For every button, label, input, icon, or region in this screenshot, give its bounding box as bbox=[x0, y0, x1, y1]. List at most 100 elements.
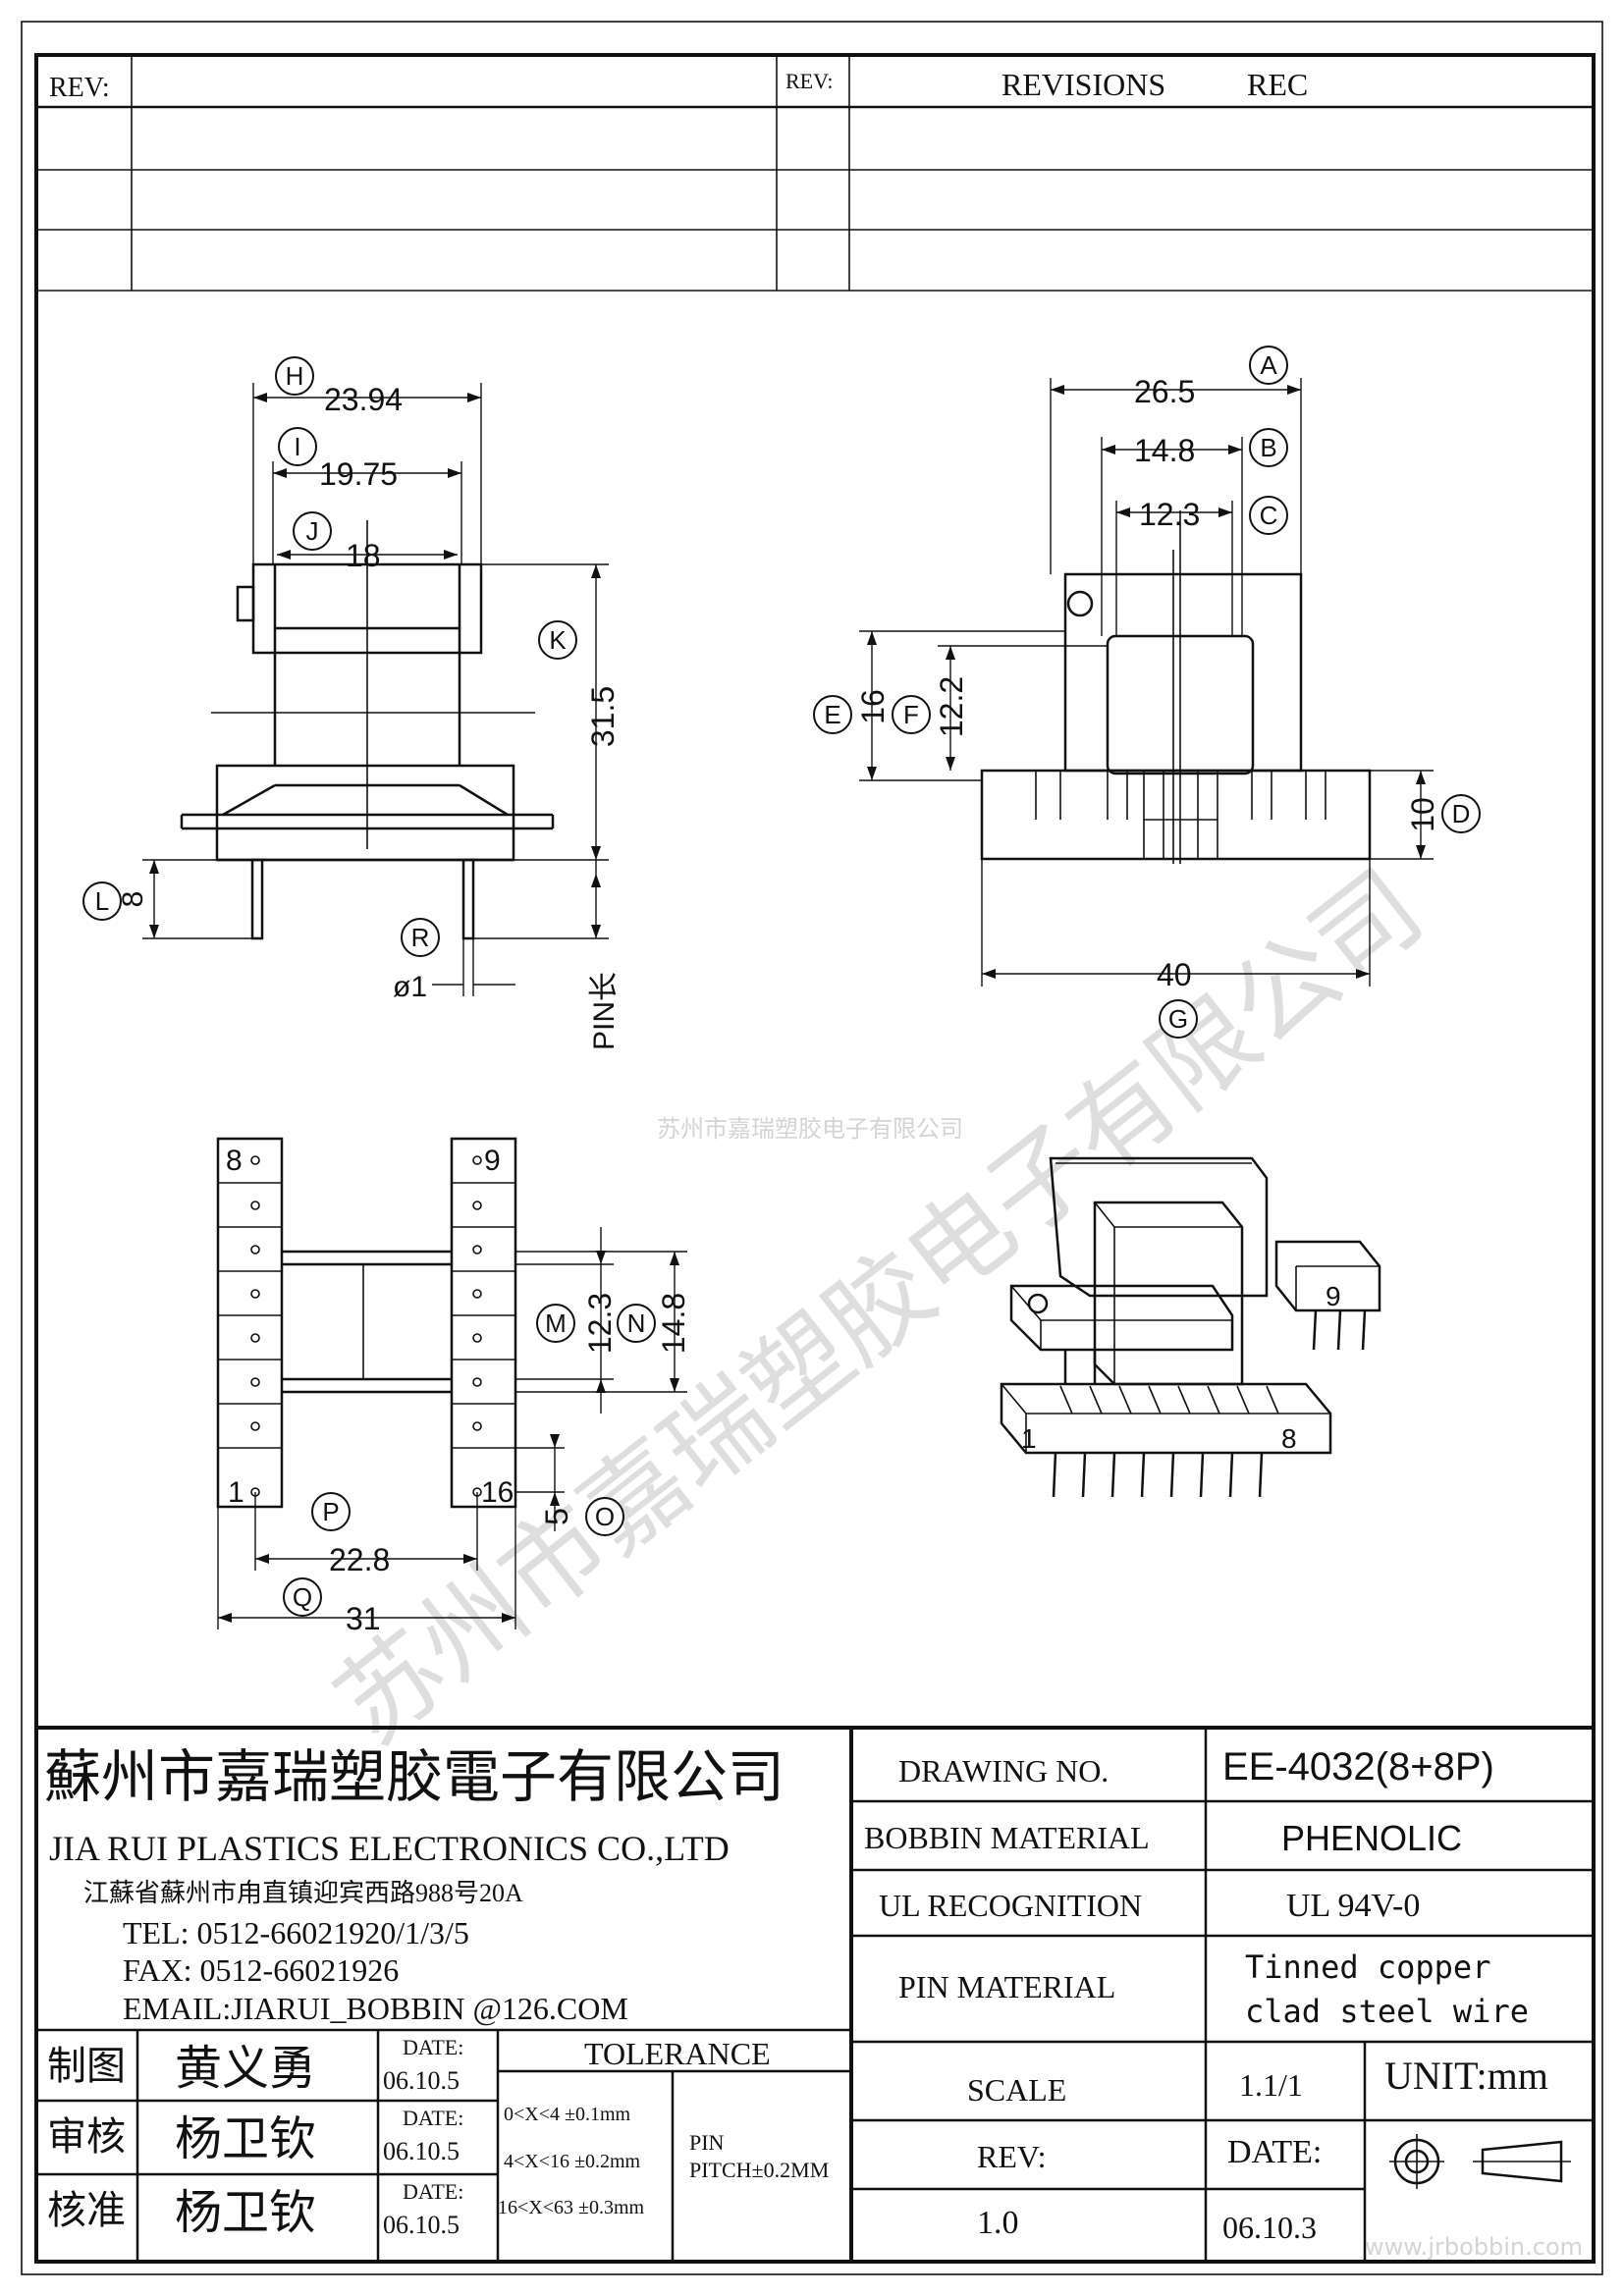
svg-text:F: F bbox=[903, 700, 919, 729]
svg-text:C: C bbox=[1260, 501, 1278, 530]
company-address: 江蘇省蘇州市甪直镇迎宾西路988号20A bbox=[83, 1879, 523, 1907]
dim-value-I: 19.75 bbox=[319, 456, 398, 492]
pin-label-9: 9 bbox=[484, 1145, 501, 1177]
side-view bbox=[859, 378, 1434, 987]
watermark-footer-url: www.jrbobbin.com bbox=[1365, 2233, 1583, 2261]
svg-text:R: R bbox=[411, 923, 430, 952]
dim-value-P: 22.8 bbox=[329, 1542, 390, 1577]
dim-letter-H: H bbox=[275, 356, 314, 396]
dim-letter-C: C bbox=[1249, 496, 1288, 535]
svg-text:K: K bbox=[549, 625, 567, 655]
tolerance-row-3: 16<X<63 ±0.3mm bbox=[498, 2197, 645, 2218]
svg-text:D: D bbox=[1452, 799, 1471, 828]
approval-name: 杨卫钦 bbox=[175, 2187, 316, 2239]
svg-text:G: G bbox=[1168, 1004, 1188, 1034]
company-name-cn: 蘇州市嘉瑞塑胶電子有限公司 bbox=[44, 1745, 785, 1809]
rev-label: REV: bbox=[977, 2139, 1047, 2174]
dim-letter-P: P bbox=[311, 1492, 351, 1531]
dim-value-L: 8 bbox=[117, 891, 149, 908]
pin-label-8: 8 bbox=[226, 1145, 243, 1177]
pin-label-16: 16 bbox=[481, 1476, 514, 1509]
dim-value-M: 12.3 bbox=[582, 1293, 618, 1354]
rec-label: REC bbox=[1247, 67, 1308, 102]
date-label: DATE: bbox=[1227, 2134, 1322, 2170]
svg-text:O: O bbox=[595, 1502, 615, 1531]
svg-text:I: I bbox=[294, 432, 300, 461]
isometric-view bbox=[1000, 1156, 1381, 1498]
tolerance-row-1: 0<X<4 ±0.1mm bbox=[504, 2104, 631, 2125]
dim-letter-R: R bbox=[401, 918, 440, 957]
company-email: EMAIL:JIARUI_BOBBIN @126.COM bbox=[123, 1991, 628, 2026]
dim-value-C: 12.3 bbox=[1139, 497, 1200, 532]
revision-table: REV: REV: REVISIONS REC bbox=[36, 55, 1594, 292]
dim-value-pin-length: PIN长 bbox=[588, 972, 621, 1050]
dim-value-Q: 31 bbox=[346, 1601, 381, 1636]
approval-date: 06.10.5 bbox=[383, 2137, 460, 2165]
iso-pin-label-8: 8 bbox=[1281, 1423, 1297, 1454]
drawing-frame bbox=[34, 53, 1596, 2264]
rev-label-left: REV: bbox=[49, 73, 110, 103]
svg-text:E: E bbox=[824, 700, 840, 729]
bobbin-material-label: BOBBIN MATERIAL bbox=[864, 1820, 1150, 1855]
dim-value-J: 18 bbox=[346, 538, 381, 573]
dim-letter-D: D bbox=[1441, 794, 1481, 833]
dim-letter-K: K bbox=[538, 620, 577, 660]
pin-label-1: 1 bbox=[228, 1476, 244, 1509]
dim-letter-F: F bbox=[892, 695, 931, 734]
svg-text:P: P bbox=[322, 1497, 339, 1526]
svg-text:N: N bbox=[627, 1308, 646, 1338]
iso-pin-label-9: 9 bbox=[1326, 1281, 1341, 1311]
dim-letter-Q: Q bbox=[283, 1577, 322, 1617]
dim-letter-I: I bbox=[278, 427, 317, 466]
svg-text:L: L bbox=[95, 886, 109, 916]
taper-symbol-icon bbox=[1473, 2140, 1571, 2183]
company-name-en: JIA RUI PLASTICS ELECTRONICS CO.,LTD bbox=[49, 1829, 730, 1868]
dim-value-A: 26.5 bbox=[1134, 374, 1195, 409]
dim-value-N: 14.8 bbox=[656, 1293, 691, 1354]
dim-letter-B: B bbox=[1249, 428, 1288, 467]
scale-label: SCALE bbox=[967, 2072, 1066, 2108]
company-tel: TEL: 0512-66021920/1/3/5 bbox=[123, 1915, 469, 1950]
dim-value-O: 5 bbox=[539, 1508, 574, 1525]
dim-value-E: 16 bbox=[855, 689, 891, 724]
date-value: 06.10.3 bbox=[1222, 2210, 1317, 2245]
dim-letter-G: G bbox=[1159, 999, 1198, 1039]
svg-text:B: B bbox=[1260, 433, 1276, 462]
approval-date: 06.10.5 bbox=[383, 2066, 460, 2095]
approval-name: 黄义勇 bbox=[175, 2043, 316, 2095]
first-angle-projection-icon bbox=[1389, 2134, 1444, 2189]
pin-material-line1: Tinned copper bbox=[1245, 1949, 1490, 1986]
bobbin-material-value: PHENOLIC bbox=[1281, 1818, 1462, 1858]
outer-border bbox=[21, 21, 1603, 2275]
revisions-label: REVISIONS bbox=[1001, 67, 1165, 102]
unit-label: UNIT:mm bbox=[1384, 2054, 1548, 2098]
approval-date-label: DATE: bbox=[403, 2179, 463, 2204]
tolerance-row-2: 4<X<16 ±0.2mm bbox=[504, 2151, 641, 2172]
approval-role: 制图 bbox=[47, 2044, 126, 2088]
dim-letter-A: A bbox=[1249, 346, 1288, 385]
dim-letter-L: L bbox=[82, 881, 122, 921]
approval-name: 杨卫钦 bbox=[175, 2113, 316, 2165]
dim-letter-N: N bbox=[617, 1304, 656, 1343]
dim-letter-O: O bbox=[585, 1497, 624, 1536]
dim-value-D: 10 bbox=[1405, 797, 1440, 832]
dim-value-B: 14.8 bbox=[1134, 433, 1195, 468]
svg-text:H: H bbox=[286, 361, 304, 391]
drawing-no-value: EE-4032(8+8P) bbox=[1222, 1745, 1494, 1789]
bottom-view bbox=[216, 1137, 687, 1629]
svg-text:J: J bbox=[306, 516, 319, 546]
dim-value-H: 23.94 bbox=[324, 382, 403, 417]
rev-label-right: REV: bbox=[785, 69, 833, 93]
approval-role: 审核 bbox=[47, 2114, 126, 2159]
approval-date: 06.10.5 bbox=[383, 2211, 460, 2239]
svg-text:A: A bbox=[1260, 350, 1277, 380]
tolerance-pin-pitch: PITCH±0.2MM bbox=[689, 2158, 829, 2182]
dim-letter-J: J bbox=[293, 511, 332, 551]
dim-value-G: 40 bbox=[1157, 957, 1192, 992]
pin-material-label: PIN MATERIAL bbox=[898, 1969, 1115, 2004]
dim-value-K: 31.5 bbox=[585, 686, 621, 747]
dimension-letters: A B C D E F G H I J K L M N O P Q R bbox=[82, 346, 1481, 1617]
approval-role: 核准 bbox=[47, 2188, 126, 2232]
dim-letter-M: M bbox=[536, 1304, 575, 1343]
